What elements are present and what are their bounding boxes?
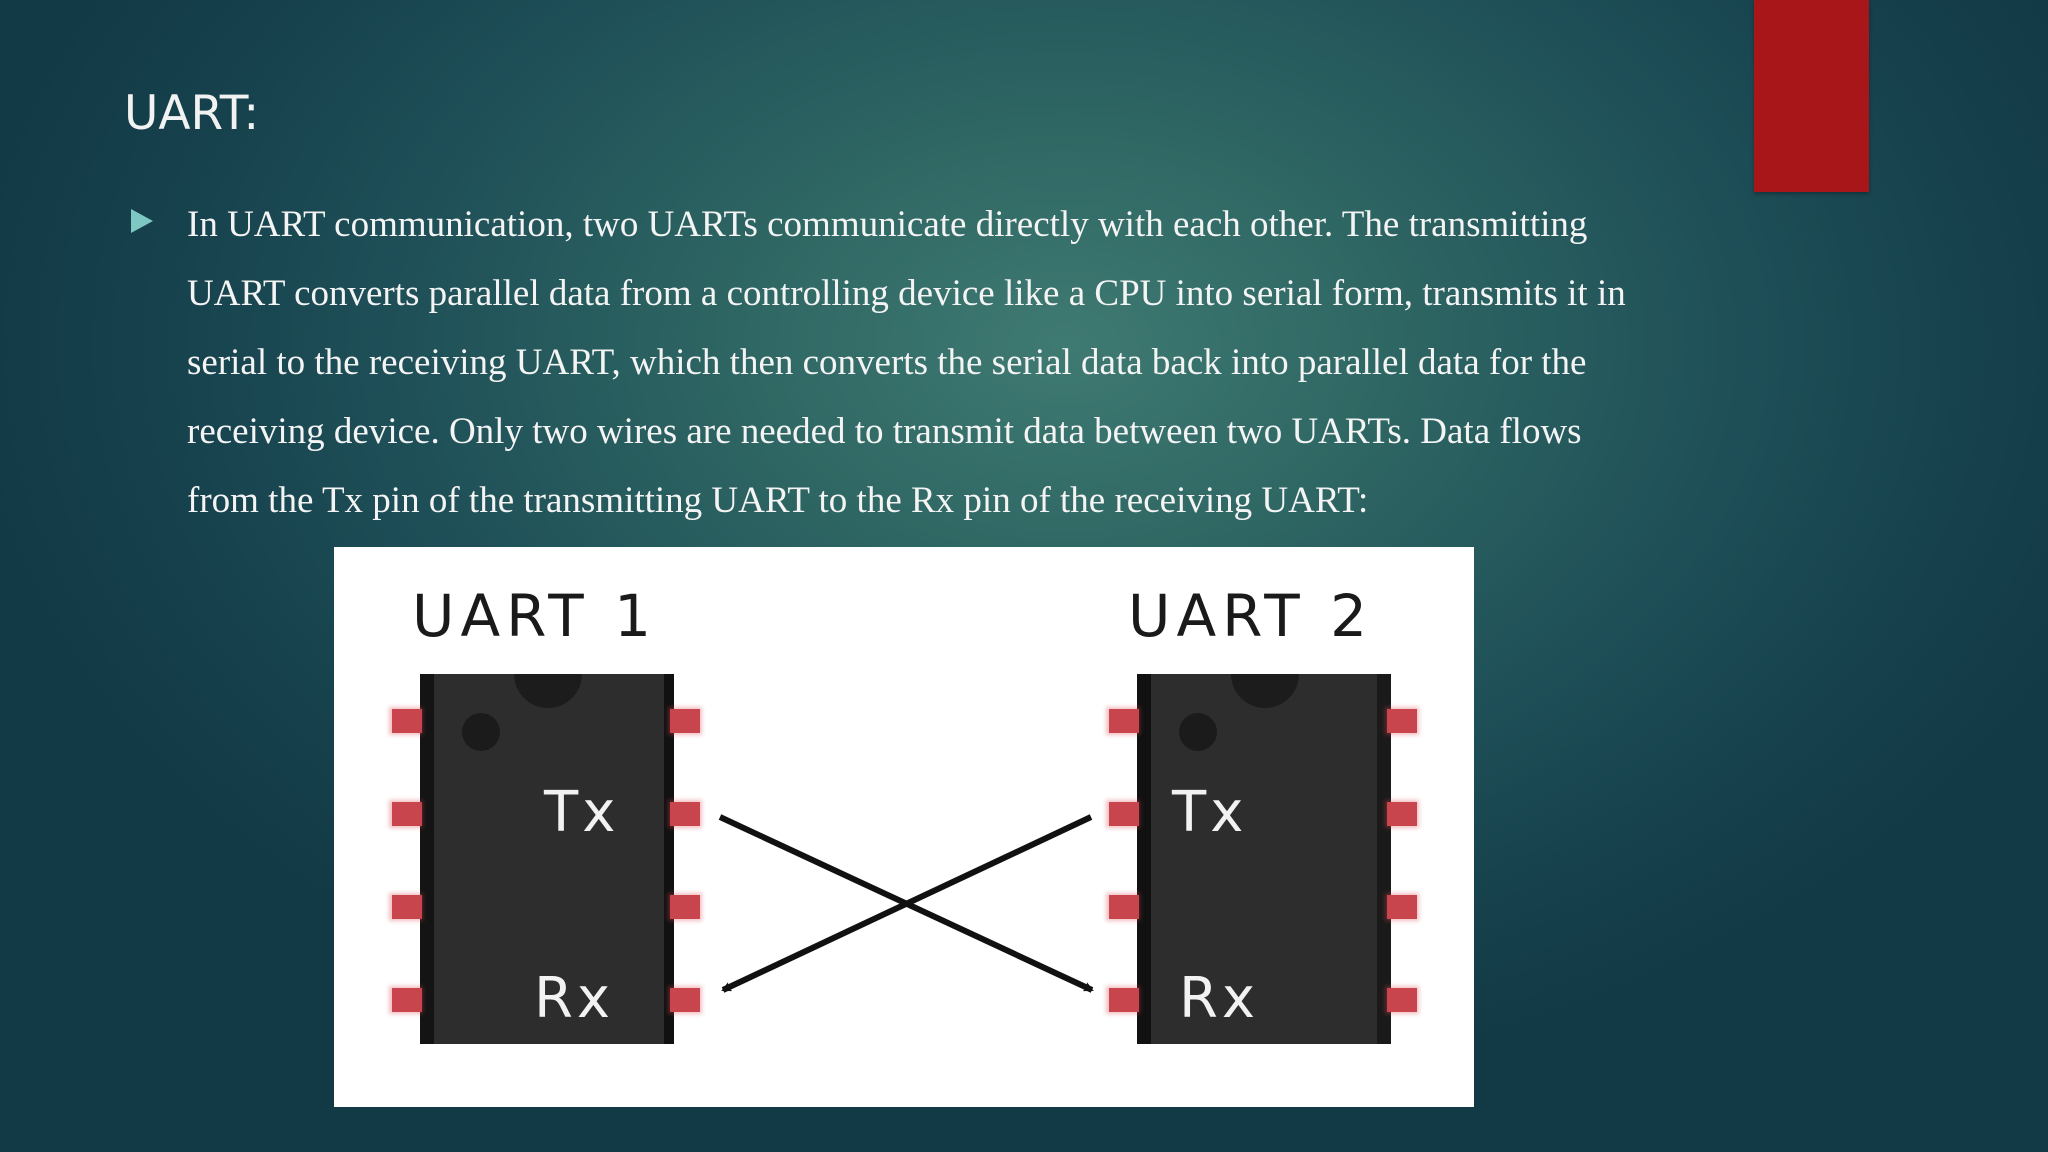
tx2-to-rx1-arrow (721, 814, 1093, 993)
red-accent-tab (1754, 0, 1869, 192)
uart2-left-pins (1106, 707, 1140, 1014)
bullet-paragraph: In UART communication, two UARTs communi… (187, 204, 1626, 521)
uart1-label: UART 1 (412, 582, 657, 650)
uart2-chip: Tx Rx (1106, 674, 1419, 1044)
uart-diagram-svg: UART 1 UART 2 (389, 582, 1419, 1044)
uart1-tx-label: Tx (543, 780, 619, 845)
uart1-chip: Tx Rx (389, 674, 702, 1044)
triangle-bullet-icon (131, 209, 153, 233)
uart1-left-pins (389, 707, 423, 1014)
uart-diagram: UART 1 UART 2 (334, 547, 1474, 1107)
uart2-rx-label: Rx (1179, 966, 1259, 1031)
uart2-label: UART 2 (1128, 582, 1373, 650)
uart1-rx-label: Rx (534, 966, 614, 1031)
uart1-right-pins (668, 707, 702, 1014)
uart2-tx-label: Tx (1171, 780, 1247, 845)
slide-title: UART: (124, 86, 260, 141)
uart2-right-pins (1385, 707, 1419, 1014)
